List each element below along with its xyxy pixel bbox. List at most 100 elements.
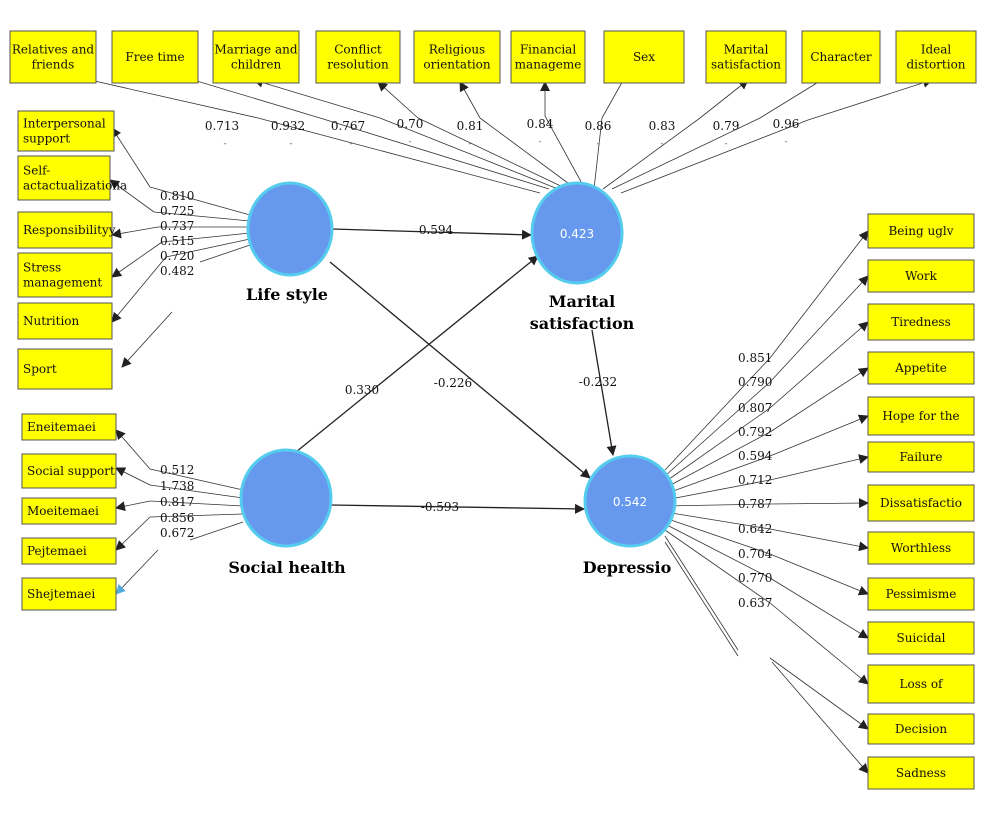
social-indicator-1-box <box>21 413 117 441</box>
lifestyle-indicator-5-box <box>17 302 113 340</box>
lifestyle-indicator-2-label: actactualizationa <box>23 179 127 193</box>
depression-loading-6: 0.712 <box>738 473 772 487</box>
latent-marital-r2: 0.423 <box>560 227 594 241</box>
social-indicator-2-label: Social support <box>27 464 115 478</box>
social-indicator-2-box <box>21 453 117 489</box>
depression-loading-arrow <box>769 498 869 509</box>
latent-depression-circle <box>583 454 677 548</box>
social-loading-2: 1.738 <box>160 479 194 493</box>
marital-indicator-2-box <box>111 30 199 84</box>
social-loading-arrow <box>115 429 151 470</box>
marital-indicator-3-box <box>212 30 300 84</box>
marital-loading-6: 0.84 <box>527 117 554 131</box>
marital-loading-7: 0.86 <box>585 119 612 133</box>
marital-loading-line <box>379 117 559 190</box>
connector-layer <box>67 67 933 774</box>
marital-indicator-1-box <box>9 30 97 84</box>
marital-indicator-9-label: Character <box>810 50 872 64</box>
lifestyle-loading-2: 0.725 <box>160 204 194 218</box>
social-loading-line <box>149 468 244 491</box>
lifestyle-indicator-3-label: Responsibilityy <box>23 223 116 237</box>
depression-indicator-8-box <box>867 531 975 565</box>
path-lifestyle-to-marital <box>331 228 532 240</box>
marital-indicator-3-label: Marriage and <box>214 43 297 57</box>
latent-social-name: Social health <box>228 558 346 577</box>
depression-loading-arrow <box>769 602 869 685</box>
depression-loading-line <box>664 523 771 579</box>
depression-loading-4: 0.792 <box>738 425 772 439</box>
depression-indicator-4-box <box>867 351 975 385</box>
lifestyle-loading-arrow <box>111 226 159 239</box>
depression-loading-arrow <box>769 230 869 359</box>
latent-depression-name: Depressio <box>583 558 672 577</box>
marital-loading-mark: - <box>408 137 411 147</box>
depression-indicator-1-label: Being uglv <box>888 224 953 238</box>
lifestyle-loading-3: 0.737 <box>160 219 194 233</box>
latent-marital-circle <box>530 181 624 285</box>
marital-loading-arrow <box>67 72 259 119</box>
depression-loading-2: 0.790 <box>738 375 772 389</box>
social-loading-arrow <box>115 467 151 486</box>
marital-loading-1: 0.713 <box>205 119 239 133</box>
latent-lifestyle-circle <box>246 181 334 277</box>
marital-indicator-6-label: Financial <box>520 43 576 57</box>
lifestyle-loading-line <box>161 232 251 243</box>
depression-loading-line <box>664 529 771 604</box>
marital-loading-mark: - <box>538 137 541 147</box>
depression-loading-line <box>664 455 771 495</box>
depression-indicator-10-box <box>867 621 975 655</box>
marital-loading-arrow <box>699 79 749 119</box>
marital-loading-line <box>257 117 541 194</box>
marital-indicator-8-label: satisfaction <box>711 58 781 72</box>
social-indicator-5-box <box>21 577 117 611</box>
depression-loading-3: 0.807 <box>738 401 772 415</box>
marital-loading-line <box>319 117 550 190</box>
marital-loading-line <box>620 119 809 194</box>
social-loading-line <box>149 500 244 507</box>
lifestyle-loading-arrow <box>111 241 163 278</box>
marital-loading-arrow <box>377 81 419 119</box>
social-loading-4: 0.856 <box>160 511 194 525</box>
marital-indicator-4-label: Conflict <box>334 43 382 57</box>
social-loading-line <box>149 484 244 499</box>
marital-loading-mark: - <box>724 139 727 149</box>
lifestyle-loading-5: 0.720 <box>160 249 194 263</box>
lifestyle-loading-line <box>165 238 251 258</box>
marital-loading-5: 0.81 <box>457 119 484 133</box>
depression-indicator-3-label: Tiredness <box>891 315 951 329</box>
marital-indicator-6-label: manageme <box>515 58 582 72</box>
social-loading-arrow <box>115 549 159 595</box>
depression-indicator-7-label: Dissatisfactio <box>880 496 962 510</box>
depression-indicator-5-label: Hope for the <box>882 409 959 423</box>
lifestyle-indicator-2-box <box>17 155 111 201</box>
latent-depression-r2: 0.542 <box>613 495 647 509</box>
marital-indicator-10-box <box>895 30 977 84</box>
marital-loading-mark: - <box>784 137 787 147</box>
depression-indicator-13-box <box>867 756 975 790</box>
path-marital-to-depression-coefficient: -0.232 <box>579 375 617 389</box>
path-marital-to-depression <box>591 329 617 456</box>
social-indicator-3-label: Moeitemaei <box>27 504 99 518</box>
marital-loading-line <box>611 117 761 190</box>
marital-indicator-9-box <box>801 30 881 84</box>
marital-loading-mark: - <box>289 139 292 149</box>
lifestyle-loading-arrow <box>111 127 151 188</box>
social-loading-1: 0.512 <box>160 463 194 477</box>
depression-indicator-5-box <box>867 396 975 436</box>
depression-loading-5: 0.594 <box>738 449 773 463</box>
social-loading-arrow <box>115 500 151 512</box>
path-social-to-depression-coefficient: -0.593 <box>421 500 459 514</box>
depression-loading-arrow <box>769 577 869 639</box>
depression-indicator-12-box <box>867 713 975 745</box>
marital-indicator-5-box <box>413 30 501 84</box>
depression-indicator-9-box <box>867 577 975 611</box>
marital-indicator-7-label: Sex <box>633 50 655 64</box>
depression-loading-arrow <box>769 657 869 730</box>
depression-loading-line <box>664 535 739 651</box>
lifestyle-loading-4: 0.515 <box>160 234 194 248</box>
depression-loading-1: 0.851 <box>738 351 772 365</box>
path-lifestyle-to-depression <box>329 261 591 479</box>
marital-indicator-5-label: orientation <box>423 58 490 72</box>
depression-loading-line <box>664 479 771 501</box>
social-indicator-4-label: Pejtemaei <box>27 544 87 558</box>
